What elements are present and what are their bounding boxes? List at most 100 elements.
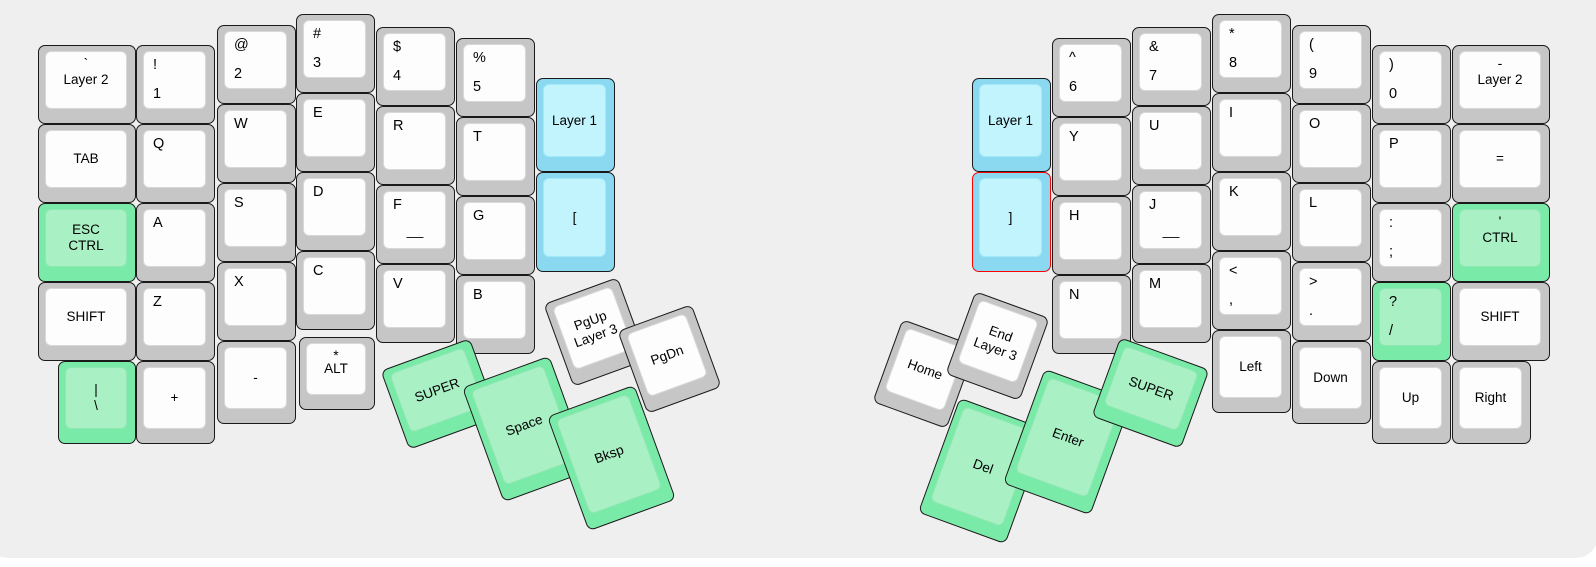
key-legend-top: V bbox=[393, 276, 403, 292]
key-layer2-right[interactable]: - Layer 2 bbox=[1452, 45, 1550, 124]
key-legend-center: Right bbox=[1474, 390, 1507, 406]
key-d[interactable]: D bbox=[296, 172, 375, 251]
key-g[interactable]: G bbox=[456, 196, 535, 275]
key-equals[interactable]: = bbox=[1452, 124, 1550, 203]
key-p[interactable]: P bbox=[1372, 124, 1451, 203]
key-legend-bottom: . bbox=[1309, 302, 1314, 319]
key-down-arrow[interactable]: Down bbox=[1292, 341, 1371, 424]
key-legend-bottom: , bbox=[1229, 291, 1234, 308]
key-y[interactable]: Y bbox=[1052, 117, 1131, 196]
key-quote-ctrl[interactable]: ' CTRL bbox=[1452, 203, 1550, 282]
key-legend-top: A bbox=[153, 215, 163, 231]
key-legend-top: ` bbox=[83, 55, 89, 71]
key-minus-left[interactable]: - bbox=[217, 341, 296, 424]
key-a[interactable]: A bbox=[136, 203, 215, 282]
key-pipe-backslash[interactable]: | \ bbox=[58, 361, 136, 444]
key-legend-center: Del bbox=[971, 455, 996, 477]
key-legend-center: Left bbox=[1239, 359, 1262, 375]
key-2[interactable]: @ 2 bbox=[217, 25, 296, 104]
key-legend-top: < bbox=[1229, 263, 1238, 279]
key-k[interactable]: K bbox=[1212, 172, 1291, 251]
key-1[interactable]: ! 1 bbox=[136, 45, 215, 124]
key-legend-center: + bbox=[170, 390, 179, 406]
key-legend-top: J bbox=[1149, 197, 1157, 213]
key-legend-center: ] bbox=[1008, 209, 1013, 225]
key-layer1-left[interactable]: Layer 1 bbox=[536, 78, 615, 172]
key-legend-top: C bbox=[313, 263, 324, 279]
key-z[interactable]: Z bbox=[136, 282, 215, 361]
key-5[interactable]: % 5 bbox=[456, 38, 535, 117]
key-alt-left[interactable]: * ALT bbox=[299, 337, 375, 410]
key-i[interactable]: I bbox=[1212, 93, 1291, 172]
key-8[interactable]: * 8 bbox=[1212, 14, 1291, 93]
key-legend-bottom: 0 bbox=[1389, 85, 1398, 102]
key-legend-center: = bbox=[1496, 151, 1504, 167]
key-legend-top: H bbox=[1069, 208, 1080, 224]
key-0[interactable]: ) 0 bbox=[1372, 45, 1451, 124]
key-j[interactable]: J bbox=[1132, 185, 1211, 264]
key-x[interactable]: X bbox=[217, 262, 296, 341]
key-h[interactable]: H bbox=[1052, 196, 1131, 275]
key-legend-bottom: 4 bbox=[393, 67, 402, 84]
key-layer1-right[interactable]: Layer 1 bbox=[972, 78, 1051, 172]
key-r[interactable]: R bbox=[376, 106, 455, 185]
key-up-arrow[interactable]: Up bbox=[1372, 361, 1451, 444]
key-legend-center: SHIFT bbox=[66, 309, 106, 325]
key-c[interactable]: C bbox=[296, 251, 375, 330]
key-comma[interactable]: < , bbox=[1212, 251, 1291, 330]
key-semicolon[interactable]: : ; bbox=[1372, 203, 1451, 282]
key-shift-left[interactable]: SHIFT bbox=[38, 282, 136, 361]
key-slash[interactable]: ? / bbox=[1372, 282, 1451, 361]
key-right-arrow[interactable]: Right bbox=[1452, 361, 1531, 444]
key-3[interactable]: # 3 bbox=[296, 14, 375, 93]
key-o[interactable]: O bbox=[1292, 104, 1371, 183]
key-legend-bottom: ; bbox=[1389, 243, 1394, 260]
key-legend-center: SHIFT bbox=[1480, 309, 1520, 325]
key-plus[interactable]: + bbox=[136, 361, 215, 444]
key-legend-bottom: 7 bbox=[1149, 67, 1158, 84]
key-legend-top: P bbox=[1389, 136, 1399, 152]
key-m[interactable]: M bbox=[1132, 264, 1211, 343]
key-legend-top: @ bbox=[234, 37, 249, 53]
key-shift-right[interactable]: SHIFT bbox=[1452, 282, 1550, 361]
key-t[interactable]: T bbox=[456, 117, 535, 196]
key-7[interactable]: & 7 bbox=[1132, 27, 1211, 106]
key-bracket-right[interactable]: ] bbox=[972, 172, 1051, 272]
key-legend-top: E bbox=[313, 105, 323, 121]
key-n[interactable]: N bbox=[1052, 275, 1131, 354]
key-legend-top: M bbox=[1149, 276, 1162, 292]
key-bracket-left[interactable]: [ bbox=[536, 172, 615, 272]
key-q[interactable]: Q bbox=[136, 124, 215, 203]
key-legend-center: - bbox=[253, 370, 258, 386]
key-e[interactable]: E bbox=[296, 93, 375, 172]
key-u[interactable]: U bbox=[1132, 106, 1211, 185]
key-f[interactable]: F bbox=[376, 185, 455, 264]
key-legend-center: Down bbox=[1313, 370, 1348, 386]
key-legend-center: [ bbox=[572, 209, 577, 225]
key-s[interactable]: S bbox=[217, 183, 296, 262]
key-legend-bottom: 8 bbox=[1229, 54, 1238, 71]
key-layer2-left[interactable]: ` Layer 2 bbox=[38, 45, 136, 124]
key-legend-top: ( bbox=[1309, 37, 1314, 53]
key-4[interactable]: $ 4 bbox=[376, 27, 455, 106]
key-legend-top: N bbox=[1069, 287, 1080, 303]
key-legend-center: TAB bbox=[73, 151, 99, 167]
key-period[interactable]: > . bbox=[1292, 262, 1371, 341]
key-left-arrow[interactable]: Left bbox=[1212, 330, 1291, 413]
key-6[interactable]: ^ 6 bbox=[1052, 38, 1131, 117]
key-9[interactable]: ( 9 bbox=[1292, 25, 1371, 104]
key-v[interactable]: V bbox=[376, 264, 455, 343]
key-legend-center: SUPER bbox=[1126, 372, 1176, 403]
key-esc-ctrl[interactable]: ESC CTRL bbox=[38, 203, 136, 282]
key-legend-line2: \ bbox=[94, 398, 98, 413]
key-l[interactable]: L bbox=[1292, 183, 1371, 262]
key-w[interactable]: W bbox=[217, 104, 296, 183]
key-tab[interactable]: TAB bbox=[38, 124, 136, 203]
key-legend-top: % bbox=[473, 50, 486, 66]
key-legend-center: Home bbox=[905, 355, 945, 383]
key-legend-top: D bbox=[313, 184, 324, 200]
key-legend-center: Layer 2 bbox=[63, 72, 109, 88]
key-legend-top: T bbox=[473, 129, 482, 145]
key-legend-top: W bbox=[234, 116, 248, 132]
